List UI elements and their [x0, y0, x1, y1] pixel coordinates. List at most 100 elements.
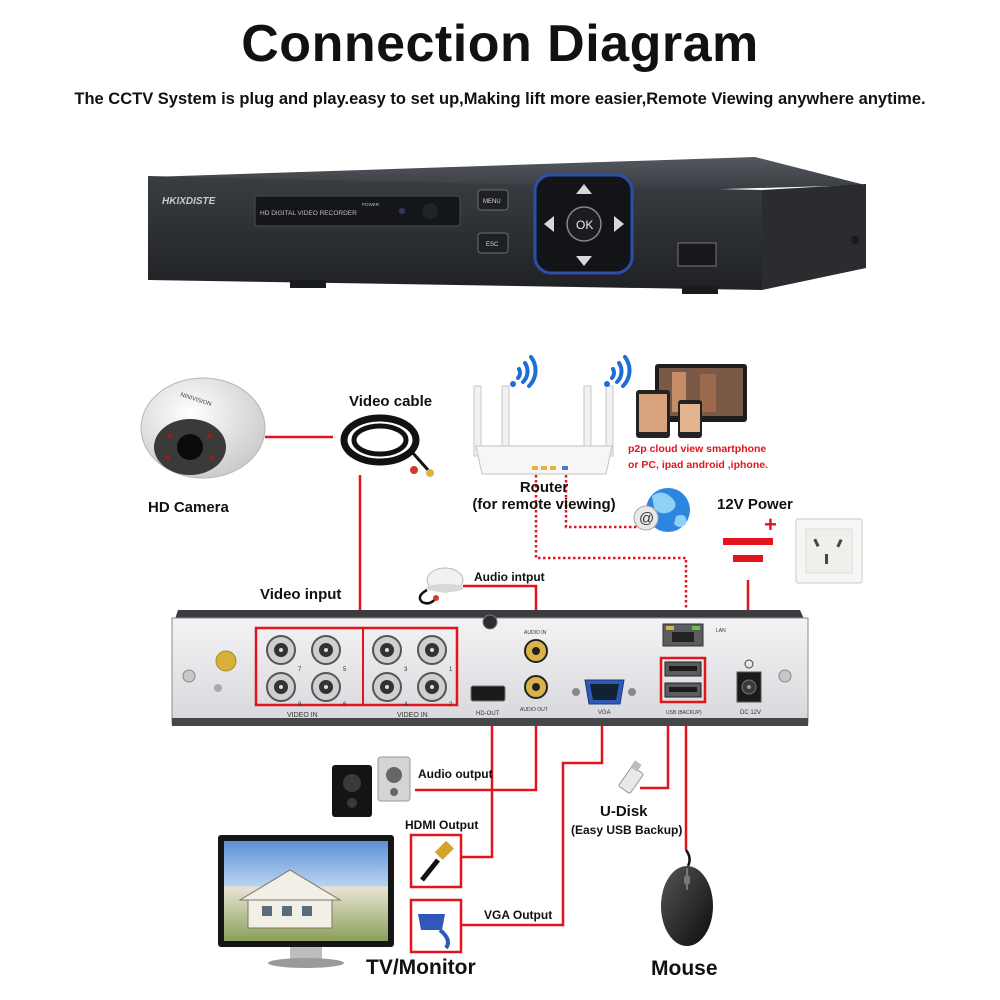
- dpad-up-icon[interactable]: [576, 184, 592, 194]
- p2p-line-1: p2p cloud view smartphone: [628, 443, 767, 455]
- bnc-port-icon[interactable]: [266, 672, 296, 702]
- dc-short-plate: [733, 555, 763, 562]
- dvr-menu-label: MENU: [483, 199, 501, 205]
- mouse-icon: [661, 849, 713, 946]
- audio-out-port-label: AUDIO OUT: [520, 707, 548, 713]
- router-label: Router: [519, 479, 569, 496]
- dvr-menu-button[interactable]: [477, 189, 509, 211]
- microphone-icon: [418, 567, 464, 605]
- router-sublabel: (for remote viewing): [472, 496, 616, 513]
- hdmi-port-icon[interactable]: [470, 685, 506, 702]
- dvr-display-window: [254, 195, 461, 227]
- audio-output-label: Audio output: [418, 767, 493, 781]
- camera-ir-led: [167, 433, 173, 439]
- dvr-back-panel: VIDEO IN VIDEO IN 7 5 8 6 3 1 4 2 HD-OUT…: [171, 610, 809, 726]
- page-subtitle: The CCTV System is plug and play.easy to…: [74, 90, 926, 108]
- back-panel-plate: [171, 617, 809, 725]
- audio-out-line: [415, 698, 538, 792]
- hdmi-output-line: [462, 710, 494, 859]
- dvr-side-face: [762, 184, 866, 290]
- power-label: 12V Power: [717, 496, 793, 513]
- p2p-devices: [636, 364, 747, 438]
- dvr-ir-sensor: [422, 203, 438, 219]
- dvr-usb-slot: [677, 242, 717, 267]
- monitor-stand: [290, 947, 322, 961]
- hdout-label: HD-OUT: [476, 711, 500, 717]
- tv-monitor: [218, 835, 394, 968]
- audio-in-port-icon[interactable]: [524, 639, 548, 663]
- dvr-esc-button[interactable]: [477, 232, 509, 254]
- router-cloud-line: [564, 475, 640, 529]
- video-cable-coil: [340, 414, 434, 477]
- video-input-label: Video input: [260, 586, 342, 603]
- router-port: [550, 466, 556, 470]
- panel-screw-icon: [482, 614, 498, 630]
- vga-port-label: VGA: [598, 710, 611, 716]
- bnc-port-icon[interactable]: [417, 672, 447, 702]
- udisk-line: [640, 700, 670, 790]
- vga-output-label: VGA Output: [484, 908, 553, 922]
- dpad-right-icon[interactable]: [614, 216, 624, 232]
- port-number: 2: [449, 702, 453, 708]
- vga-port-icon[interactable]: [572, 679, 636, 705]
- bnc-port-icon[interactable]: [311, 672, 341, 702]
- dvr-foot-right: [682, 286, 718, 294]
- udisk-label: U-Disk: [600, 803, 648, 820]
- audio-input-label: Audio intput: [474, 570, 545, 584]
- usb-drive-icon: [618, 760, 644, 794]
- bnc-port-icon[interactable]: [372, 672, 402, 702]
- router-port: [562, 466, 568, 470]
- dvr-side-screw-icon: [851, 236, 859, 244]
- port-number: 7: [298, 667, 302, 673]
- lan-port-icon[interactable]: [662, 623, 704, 647]
- dvr-power-led: [399, 208, 405, 214]
- camera-ir-led: [165, 455, 171, 461]
- video-in-label-2: VIDEO IN: [397, 712, 428, 719]
- dvr-front-face: [148, 176, 762, 290]
- dc-port-icon[interactable]: [736, 671, 762, 703]
- ground-screw-icon: [214, 684, 222, 692]
- vga-output-line: [462, 708, 604, 927]
- router-port: [532, 466, 538, 470]
- port-number: 6: [343, 702, 347, 708]
- dvr-power-text: POWER: [362, 202, 380, 207]
- port-number: 4: [404, 702, 408, 708]
- dc-long-plate: [723, 538, 773, 545]
- router-antenna: [501, 385, 510, 449]
- router-body: [475, 445, 613, 475]
- hd-camera: NINIVISION: [140, 377, 266, 479]
- dvr-ok-label: OK: [576, 218, 593, 232]
- dvr-esc-label: ESC: [486, 242, 499, 248]
- cable-connector-icon: [410, 466, 418, 474]
- usb-port-label: USB (BACKUP): [666, 710, 702, 716]
- bnc-port-icon[interactable]: [311, 635, 341, 665]
- video-in-label-1: VIDEO IN: [287, 712, 318, 719]
- vga-cable-icon: [409, 898, 463, 954]
- power-supply: [723, 518, 863, 584]
- dvr-display-text: HD DIGITAL VIDEO RECORDER: [260, 210, 357, 217]
- usb-highlight-box: [659, 656, 707, 704]
- udisk-sublabel: (Easy USB Backup): [571, 823, 683, 837]
- internet-globe-icon: @: [633, 488, 690, 532]
- audio-in-port-label: AUDIO IN: [524, 630, 547, 636]
- bnc-port-icon[interactable]: [417, 635, 447, 665]
- dvr-ok-button[interactable]: [566, 206, 602, 242]
- power-plus-icon: +: [764, 512, 777, 537]
- dc-port-label: DC 12V: [740, 710, 761, 716]
- bnc-port-icon[interactable]: [372, 635, 402, 665]
- bnc-ports: [266, 635, 447, 702]
- dpad-down-icon[interactable]: [576, 256, 592, 266]
- dpad-left-icon[interactable]: [544, 216, 554, 232]
- port-number: 1: [449, 667, 453, 673]
- monitor-label: TV/Monitor: [366, 956, 476, 979]
- audio-out-port-icon[interactable]: [524, 675, 548, 699]
- wifi-icon: [604, 355, 632, 388]
- bnc-port-icon[interactable]: [266, 635, 296, 665]
- monitor-base: [268, 958, 344, 968]
- port-number: 8: [298, 702, 302, 708]
- router: [473, 355, 632, 475]
- dvr-foot-left: [290, 280, 326, 288]
- camera-lens-icon: [177, 434, 203, 460]
- page-title: Connection Diagram: [241, 15, 759, 73]
